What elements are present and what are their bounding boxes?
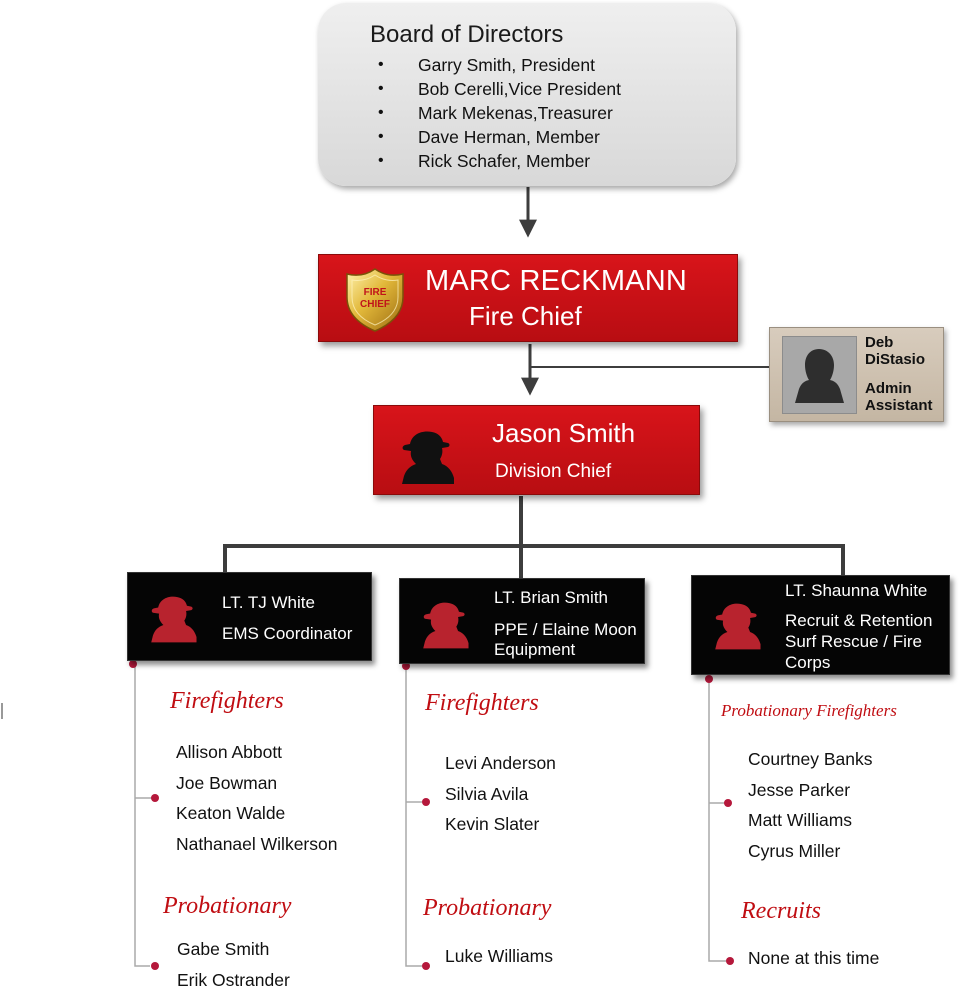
tree-node <box>422 798 430 806</box>
person-silhouette-icon <box>795 349 844 403</box>
tree-node <box>422 962 430 970</box>
probationary-firefighter-list: Courtney Banks Jesse Parker Matt William… <box>748 744 873 866</box>
lieutenant-box-ems: LT. TJ White EMS Coordinator <box>127 572 372 661</box>
board-member: Bob Cerelli,Vice President <box>378 77 621 101</box>
board-member: Mark Mekenas,Treasurer <box>378 101 621 125</box>
tree-node <box>705 675 713 683</box>
admin-role: Admin Assistant <box>865 380 933 414</box>
lieutenant-role-line: Equipment <box>494 640 576 659</box>
board-of-directors-box: Board of Directors Garry Smith, Presiden… <box>318 3 736 186</box>
list-item: Levi Anderson <box>445 753 556 773</box>
group-heading-firefighters: Firefighters <box>170 688 284 714</box>
tree-node <box>726 957 734 965</box>
tree-node <box>724 799 732 807</box>
list-item: Erik Ostrander <box>177 969 290 990</box>
list-item: None at this time <box>748 948 880 968</box>
lieutenant-name: LT. TJ White <box>222 593 315 612</box>
division-chief-title: Division Chief <box>495 461 612 482</box>
list-item: Gabe Smith <box>177 939 270 959</box>
lieutenant-role: EMS Coordinator <box>222 624 353 643</box>
group-heading-firefighters: Firefighters <box>425 690 539 716</box>
tree-node <box>151 794 159 802</box>
lieutenant-box-ppe: LT. Brian Smith PPE / Elaine Moon Equipm… <box>399 578 645 664</box>
list-item: Joe Bowman <box>176 772 278 793</box>
tree-line-col2 <box>405 666 422 967</box>
admin-assistant-card: Deb DiStasio Admin Assistant <box>769 327 944 422</box>
lieutenant-name: LT. Shaunna White <box>785 581 928 600</box>
board-member-list: Garry Smith, President Bob Cerelli,Vice … <box>378 53 621 173</box>
lieutenant-role-line: Corps <box>785 653 831 672</box>
admin-photo <box>782 336 857 414</box>
tree-line-col1 <box>134 664 150 967</box>
lieutenant-name: LT. Brian Smith <box>494 588 609 607</box>
division-chief-name: Jason Smith <box>492 418 636 448</box>
admin-name: Deb DiStasio <box>865 334 926 368</box>
list-item: Cyrus Miller <box>748 840 841 861</box>
firefighter-silhouette-icon <box>151 596 197 643</box>
list-item: Jesse Parker <box>748 779 851 800</box>
tree-node <box>151 962 159 970</box>
group-heading-probationary-firefighters: Probationary Firefighters <box>721 701 897 720</box>
badge-text-fire: FIRE <box>364 287 387 298</box>
board-member: Garry Smith, President <box>378 53 621 77</box>
fire-chief-badge-icon: FIRE CHIEF <box>346 268 404 332</box>
firefighter-silhouette-icon <box>715 603 761 650</box>
lieutenant-role-line: PPE / Elaine Moon <box>494 620 637 639</box>
list-item: Nathanael Wilkerson <box>176 833 338 854</box>
list-item: Courtney Banks <box>748 749 873 769</box>
lieutenant-bus-connector <box>223 544 845 575</box>
lieutenant-role-line: Surf Rescue / Fire <box>785 632 922 651</box>
firefighter-silhouette-icon <box>402 431 454 484</box>
lieutenant-box-recruit: LT. Shaunna White Recruit & Retention Su… <box>691 575 950 675</box>
board-member: Rick Schafer, Member <box>378 149 621 173</box>
firefighter-silhouette-icon <box>423 602 469 649</box>
fire-chief-box: FIRE CHIEF MARC RECKMANN Fire Chief <box>318 254 738 342</box>
lieutenant-role-line: Recruit & Retention <box>785 611 933 630</box>
tree-line-col3 <box>708 679 726 962</box>
badge-text-chief: CHIEF <box>360 299 390 310</box>
board-member: Dave Herman, Member <box>378 125 621 149</box>
list-item: Keaton Walde <box>176 803 286 823</box>
list-item: Kevin Slater <box>445 814 540 834</box>
list-item: Matt Williams <box>748 810 853 830</box>
firefighter-list: Levi Anderson Silvia Avila Kevin Slater <box>445 748 556 840</box>
fire-chief-name: MARC RECKMANN <box>425 265 687 297</box>
tree-node <box>129 660 137 668</box>
division-chief-box: Jason Smith Division Chief <box>373 405 700 495</box>
tree-node <box>402 662 410 670</box>
group-heading-probationary: Probationary <box>163 893 292 919</box>
list-item: Silvia Avila <box>445 783 529 804</box>
list-item: Allison Abbott <box>176 742 283 762</box>
group-heading-probationary: Probationary <box>423 895 552 921</box>
fire-chief-title: Fire Chief <box>469 301 582 331</box>
list-item: Luke Williams <box>445 946 553 966</box>
board-title: Board of Directors <box>370 21 564 48</box>
group-heading-recruits: Recruits <box>741 898 821 924</box>
probationary-list: Gabe Smith Erik Ostrander <box>177 934 290 995</box>
firefighter-list: Allison Abbott Joe Bowman Keaton Walde N… <box>176 737 337 859</box>
